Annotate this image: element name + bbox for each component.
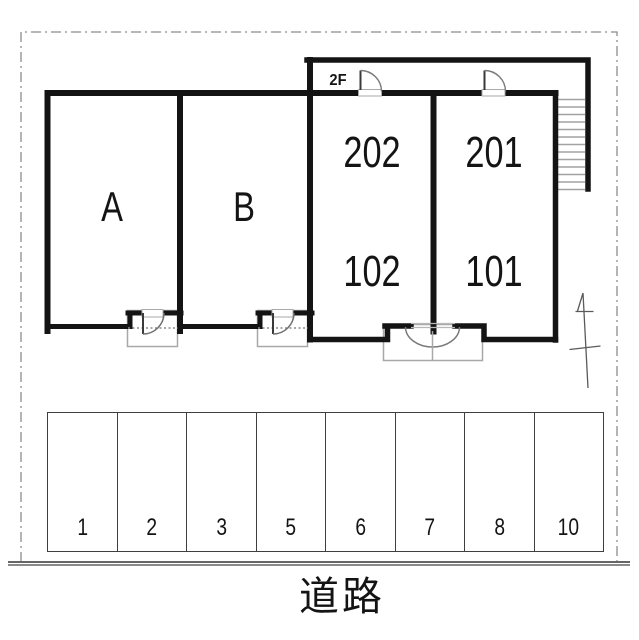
entrance-door-b-icon <box>258 309 308 335</box>
room-label-a: A <box>101 183 123 230</box>
parking-stall-number: 10 <box>558 514 580 541</box>
wall-main <box>44 90 559 334</box>
parking-stall-8: 8 <box>465 413 535 551</box>
parking-stall-3: 3 <box>187 413 257 551</box>
unit-label-202: 202 <box>343 128 401 177</box>
parking-stall-number: 7 <box>424 514 436 541</box>
room-label-b: B <box>233 183 255 230</box>
building-walls <box>44 57 591 343</box>
entrance-door-a-icon <box>128 309 178 335</box>
floor-label-2f: 2F <box>329 72 347 89</box>
door-2f-left-icon <box>358 69 383 97</box>
parking-stall-number: 5 <box>285 514 297 541</box>
main-entrance-door-icon <box>404 322 461 360</box>
parking-stall-number: 1 <box>76 514 88 541</box>
parking-stall-5: 5 <box>257 413 326 551</box>
road-edge-lines <box>8 561 630 566</box>
parking-row: 1 2 3 5 6 7 8 10 <box>47 412 604 552</box>
wall-2f-outline <box>304 57 591 192</box>
parking-stall-number: 2 <box>146 514 158 541</box>
unit-label-101: 101 <box>465 247 523 296</box>
parking-stall-10: 10 <box>535 413 604 551</box>
wall-bottom-ab <box>45 310 315 329</box>
parking-stall-2: 2 <box>118 413 187 551</box>
unit-label-102: 102 <box>343 247 401 296</box>
door-2f-right-icon <box>481 69 507 97</box>
parking-stall-1: 1 <box>48 413 118 551</box>
parking-stall-number: 8 <box>493 514 505 541</box>
unit-label-201: 201 <box>465 128 523 177</box>
parking-stall-number: 3 <box>215 514 227 541</box>
parking-stall-6: 6 <box>326 413 396 551</box>
parking-stall-7: 7 <box>396 413 465 551</box>
parking-stall-number: 6 <box>354 514 366 541</box>
stairs <box>558 98 585 191</box>
wall-bottom-units <box>307 323 559 343</box>
road-label: 道路 <box>299 575 385 619</box>
north-arrow-icon <box>569 292 601 389</box>
site-boundary-border <box>20 31 618 562</box>
